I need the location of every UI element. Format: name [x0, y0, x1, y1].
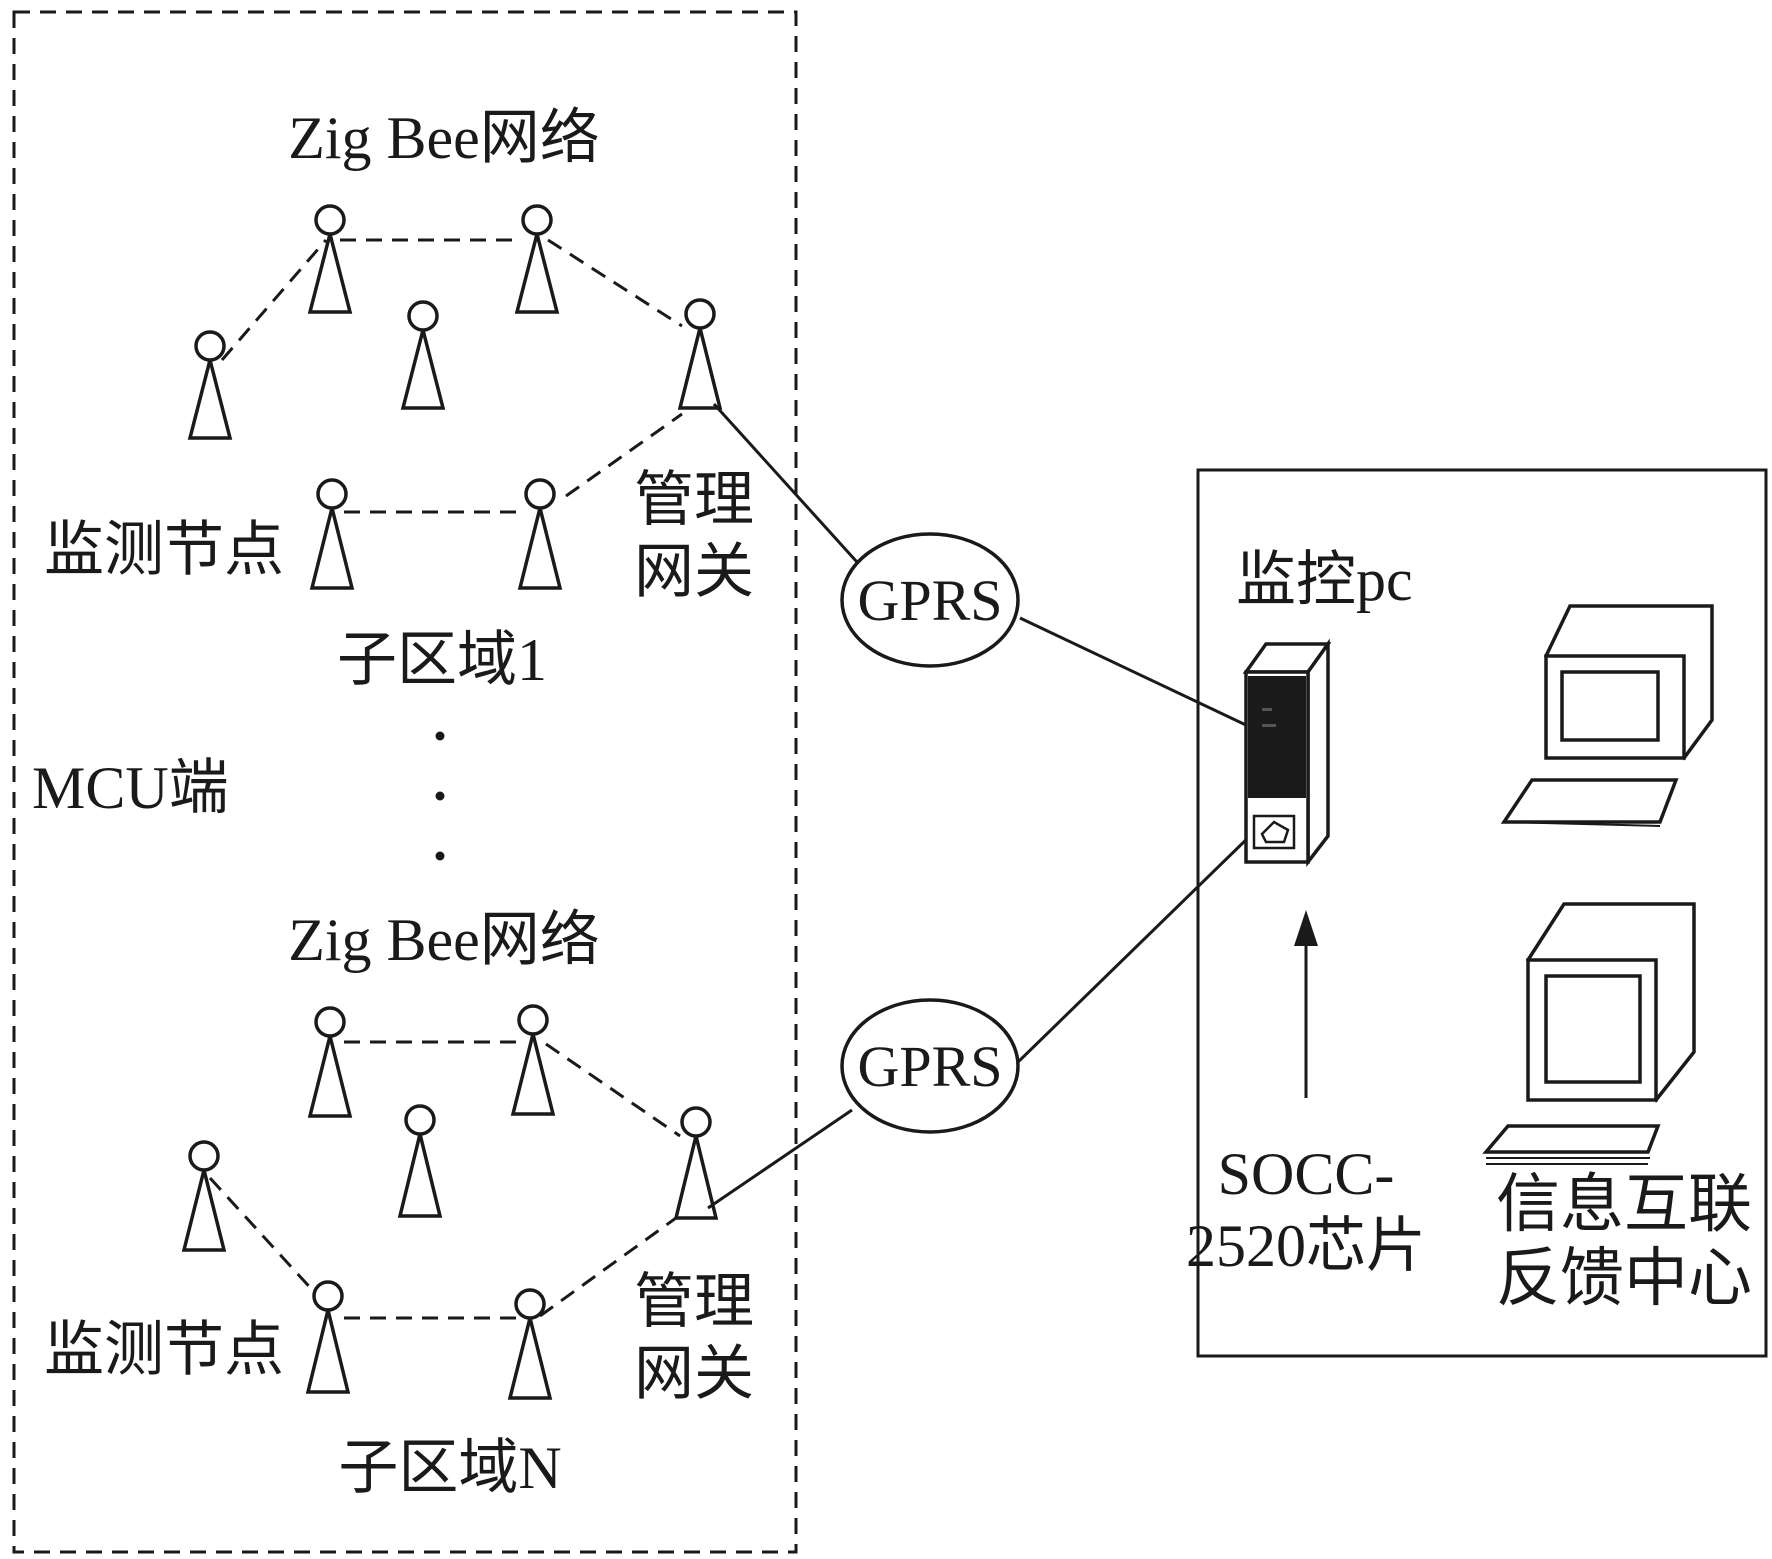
subregion-n: Zig Bee网络 监测节点 管理 网关 [44, 907, 754, 1501]
monitor-node-label: 监测节点 [44, 1317, 284, 1383]
computer-monitor-icon [1500, 604, 1714, 827]
antenna-node-icon [397, 1104, 443, 1218]
antenna-node-icon [181, 1140, 227, 1252]
antenna-node-icon [305, 1280, 351, 1394]
antenna-node-icon [507, 1288, 553, 1400]
mcu-label: MCU端 [32, 755, 229, 821]
network-label: Zig Bee网络 [288, 907, 600, 973]
zigbee-link [539, 1216, 677, 1318]
gprs-label: GPRS [857, 1034, 1002, 1099]
gateway-to-gprs-link [707, 1108, 853, 1210]
gprs-node-1: GPRS [840, 532, 1020, 668]
ellipsis-dots [435, 731, 445, 861]
region-label: 子区域1 [337, 627, 547, 693]
antenna-node-icon [517, 478, 563, 590]
monitor-pc-label: 监控pc [1236, 547, 1413, 613]
control-center-box [1196, 468, 1768, 1358]
gprs-ellipse [840, 998, 1020, 1134]
mcu-boundary [12, 10, 798, 1554]
gateway-node-icon [673, 1106, 719, 1220]
zigbee-links [220, 238, 683, 514]
gprs-to-pc-link [1019, 616, 1249, 728]
gateway-node-icon [677, 298, 723, 410]
gateway-label: 管理 [634, 467, 754, 533]
gateway-label: 管理 [634, 1269, 754, 1335]
antenna-node-icon [307, 204, 353, 314]
gprs-label: GPRS [857, 568, 1002, 633]
monitor-node-label: 监测节点 [44, 517, 284, 583]
gprs-ellipse [840, 532, 1020, 668]
zigbee-link [545, 1042, 681, 1138]
upward-arrow [1294, 910, 1318, 1098]
gprs-links [707, 402, 1254, 1210]
chip-label: SOCC- [1218, 1141, 1395, 1207]
region-label: 子区域N [338, 1435, 561, 1501]
zigbee-link [220, 239, 328, 361]
antenna-node-icon [510, 1004, 556, 1116]
network-label: Zig Bee网络 [288, 105, 600, 171]
antenna-node-icon [400, 300, 446, 410]
gprs-to-pc-link [1014, 832, 1254, 1066]
subregion-1: Zig Bee网络 监测节点 [44, 105, 754, 693]
antenna-node-icon [187, 330, 233, 440]
zigbee-link [208, 1176, 318, 1296]
gateway-label: 网关 [634, 539, 754, 605]
gateway-label: 网关 [634, 1341, 754, 1407]
feedback-center-label: 反馈中心 [1496, 1243, 1752, 1314]
antenna-node-icon [309, 478, 355, 590]
tower-pc-icon [1242, 638, 1332, 868]
chip-label: 2520芯片 [1186, 1213, 1426, 1279]
computer-monitor-icon [1482, 902, 1696, 1165]
feedback-center-label: 信息互联 [1496, 1169, 1752, 1240]
antenna-node-icon [514, 204, 560, 314]
zigbee-links [208, 1040, 681, 1320]
gateway-to-gprs-link [712, 402, 868, 574]
zigbee-link [547, 238, 683, 328]
antenna-node-icon [307, 1006, 353, 1118]
gprs-node-n: GPRS [840, 998, 1020, 1134]
zigbee-link [565, 412, 683, 498]
